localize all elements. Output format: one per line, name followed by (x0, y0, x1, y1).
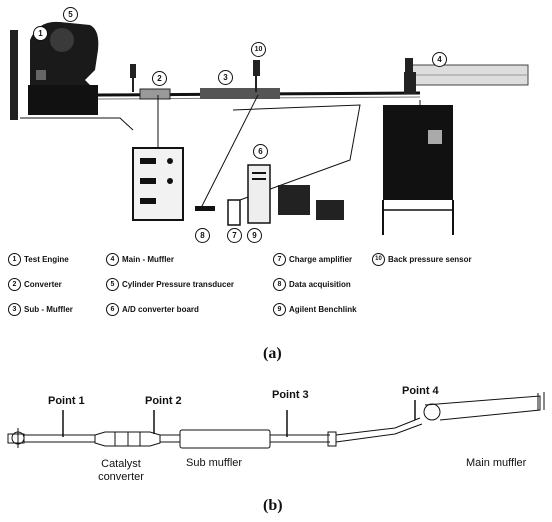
callout-9: 9 (247, 228, 262, 243)
callout-10: 10 (251, 42, 266, 57)
point-label-4: Point 4 (402, 385, 439, 397)
callout-6: 6 (253, 144, 268, 159)
callout-1: 1 (33, 26, 48, 41)
sensors (130, 58, 413, 92)
sub-muffler-label: Sub muffler (186, 457, 242, 470)
charge-amplifier-unit (133, 148, 183, 220)
callout-5: 5 (63, 7, 78, 22)
daq-computer (195, 165, 344, 225)
callout-8: 8 (195, 228, 210, 243)
callout-7: 7 (227, 228, 242, 243)
test-engine (10, 22, 98, 120)
callout-4: 4 (432, 52, 447, 67)
callout-3: 3 (218, 70, 233, 85)
back-cabinet (383, 105, 453, 235)
main-muffler (404, 65, 528, 94)
point-label-1: Point 1 (48, 395, 85, 407)
caption-b: (b) (263, 497, 283, 515)
exhaust-pipe (98, 88, 420, 99)
caption-a: (a) (263, 345, 282, 363)
point-label-2: Point 2 (145, 395, 182, 407)
point-label-3: Point 3 (272, 389, 309, 401)
main-muffler-label: Main muffler (466, 457, 526, 470)
catalyst-converter-label: Catalyst converter (86, 458, 156, 484)
callout-2: 2 (152, 71, 167, 86)
